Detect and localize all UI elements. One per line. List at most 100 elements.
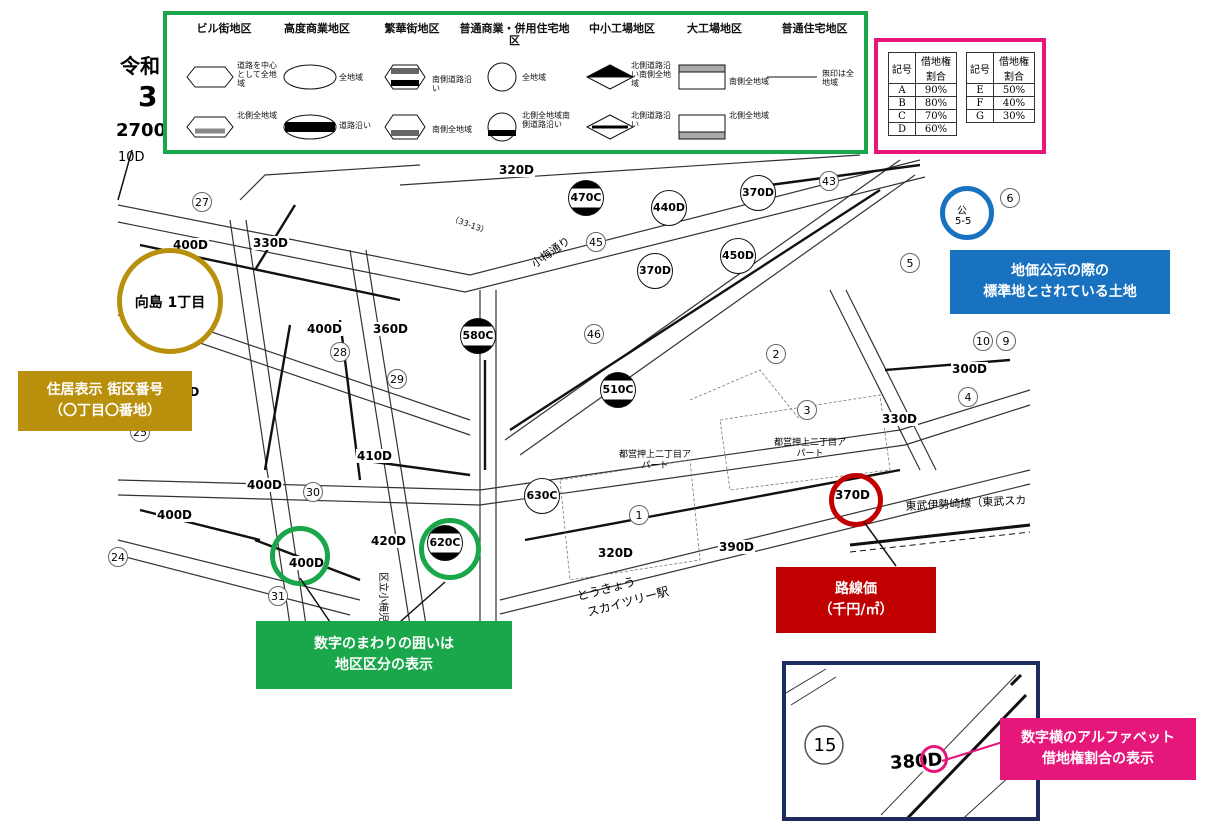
block-number-b3: 3 xyxy=(797,400,817,420)
block-number-b43: 43 xyxy=(819,171,839,191)
ratio-h-ratio: 借地権割合 xyxy=(993,52,1035,84)
legend-desc-building-2: 北側全地域 xyxy=(237,111,277,120)
route-highlight-circle xyxy=(829,473,883,527)
route-price-p330a: 330D xyxy=(252,236,290,250)
legend-header-large-factory: 大工場地区 xyxy=(687,22,742,35)
district-callout: 数字のまわりの囲いは 地区区分の表示 xyxy=(256,621,512,689)
legend-desc-busy-2: 南側全地域 xyxy=(432,125,472,134)
legend-header-commerce-residential: 普通商業・併用住宅地区 xyxy=(459,22,570,47)
ratio-value: 40% xyxy=(993,96,1035,110)
building-outlines xyxy=(559,369,891,581)
ratio-code: A xyxy=(888,83,916,97)
era-year: 3 xyxy=(138,80,158,113)
landprice-callout-line1: 地価公示の際の xyxy=(1011,263,1109,279)
legend-desc-busy-1: 南側道路沿い xyxy=(432,75,472,93)
address-callout-line1: 住居表示 街区番号 xyxy=(46,382,164,398)
ratio-h-code: 記号 xyxy=(888,52,916,84)
block-number-b5: 5 xyxy=(900,253,920,273)
legend-desc-large-1: 南側全地域 xyxy=(729,77,769,86)
ratio-code: B xyxy=(888,96,916,110)
map-text-apt1: 都営押上二丁目アパート xyxy=(618,450,691,471)
route-price-p400c: 400D xyxy=(246,478,284,492)
block-number-b1: 1 xyxy=(629,505,649,525)
ratio-code: G xyxy=(966,109,994,123)
district-callout-line2: 地区区分の表示 xyxy=(335,657,433,673)
ratio-value: 80% xyxy=(915,96,957,110)
district-pointers xyxy=(299,578,446,623)
alpha-callout-line2: 借地権割合の表示 xyxy=(1042,751,1154,767)
legend-desc-commerce-1: 全地域 xyxy=(522,73,546,82)
route-price-p410: 410D xyxy=(356,449,394,463)
ratio-h-code: 記号 xyxy=(966,52,994,84)
era-code: 27005 xyxy=(116,120,179,141)
landprice-highlight-circle xyxy=(940,186,994,240)
route-price-p630: 630C xyxy=(524,478,560,514)
legend-desc-small-2: 北側道路沿い xyxy=(631,111,671,129)
block-number-b31: 31 xyxy=(268,586,288,606)
route-price-p400d: 400D xyxy=(156,508,194,522)
legend-header-building: ビル街地区 xyxy=(196,22,252,35)
block-number-b24: 24 xyxy=(108,547,128,567)
district-highlight-circle-1 xyxy=(270,526,330,586)
alpha-pointer xyxy=(941,740,1007,762)
landprice-callout: 地価公示の際の 標準地とされている土地 xyxy=(950,250,1170,314)
route-price-p420: 420D xyxy=(370,534,408,548)
ratio-value: 70% xyxy=(915,109,957,123)
address-callout-line2: （〇丁目〇番地） xyxy=(49,403,161,419)
route-price-p510: 510C xyxy=(600,372,636,408)
route-price-p470: 470C xyxy=(568,180,604,216)
route-price-p390: 390D xyxy=(718,540,756,554)
route-price-p300: 300D xyxy=(951,362,989,376)
ratio-code: F xyxy=(966,96,994,110)
route-price-p400b: 400D xyxy=(306,322,344,336)
ratio-code: D xyxy=(888,122,916,136)
landprice-callout-line2: 標準地とされている土地 xyxy=(983,284,1137,300)
route-callout-line1: 路線価 xyxy=(835,581,877,597)
block-number-b10: 10 xyxy=(973,331,993,351)
route-price-p320b: 320D xyxy=(597,546,635,560)
legend-header-busy: 繁華街地区 xyxy=(384,22,440,35)
block-number-b46: 46 xyxy=(584,324,604,344)
legend-header-residential: 普通住宅地区 xyxy=(781,22,848,35)
era-sub: 10D xyxy=(118,150,145,165)
legend-desc-high-1: 全地域 xyxy=(339,73,363,82)
route-price-p320a: 320D xyxy=(498,163,536,177)
legend-desc-large-2: 北側全地域 xyxy=(729,111,769,120)
route-price-p330b: 330D xyxy=(881,412,919,426)
address-circle-text: 向島 1丁目 xyxy=(134,295,206,311)
district-legend: ビル街地区 高度商業地区 繁華街地区 普通商業・併用住宅地区 中小工場地区 大工… xyxy=(163,11,868,154)
block-number-b30: 30 xyxy=(303,482,323,502)
route-pointer xyxy=(863,521,897,567)
legend-header-high-commerce: 高度商業地区 xyxy=(284,22,350,35)
ratio-code: C xyxy=(888,109,916,123)
ratio-value: 90% xyxy=(915,83,957,97)
block-number-b27: 27 xyxy=(192,192,212,212)
block-number-b29: 29 xyxy=(387,369,407,389)
ratio-value: 60% xyxy=(915,122,957,136)
district-callout-line1: 数字のまわりの囲いは xyxy=(314,636,454,652)
route-price-p580: 580C xyxy=(460,318,496,354)
district-highlight-circle-2 xyxy=(419,518,481,580)
inset-block-number: 15 xyxy=(813,735,837,756)
block-number-b4: 4 xyxy=(958,387,978,407)
ratio-value: 50% xyxy=(993,83,1035,97)
route-price-p450: 450D xyxy=(720,238,756,274)
alpha-callout-line1: 数字横のアルファベット xyxy=(1021,730,1175,746)
block-number-b6: 6 xyxy=(1000,188,1020,208)
legend-desc-commerce-2: 北側全地域南側道路沿い xyxy=(522,111,570,129)
address-callout: 住居表示 街区番号 （〇丁目〇番地） xyxy=(18,371,192,431)
ratio-h-ratio: 借地権割合 xyxy=(915,52,957,84)
route-callout-line2: （千円/㎡） xyxy=(818,602,894,618)
railway xyxy=(849,523,1031,547)
legend-desc-building-1: 道路を中心として全地域 xyxy=(237,61,277,88)
address-highlight-circle xyxy=(117,248,223,354)
block-number-b28: 28 xyxy=(330,342,350,362)
route-price-callout: 路線価 （千円/㎡） xyxy=(776,567,936,633)
block-number-b9: 9 xyxy=(996,331,1016,351)
ratio-code: E xyxy=(966,83,994,97)
route-price-p370a: 370D xyxy=(740,175,776,211)
legend-desc-residential-1: 無印は全地域 xyxy=(822,69,854,87)
